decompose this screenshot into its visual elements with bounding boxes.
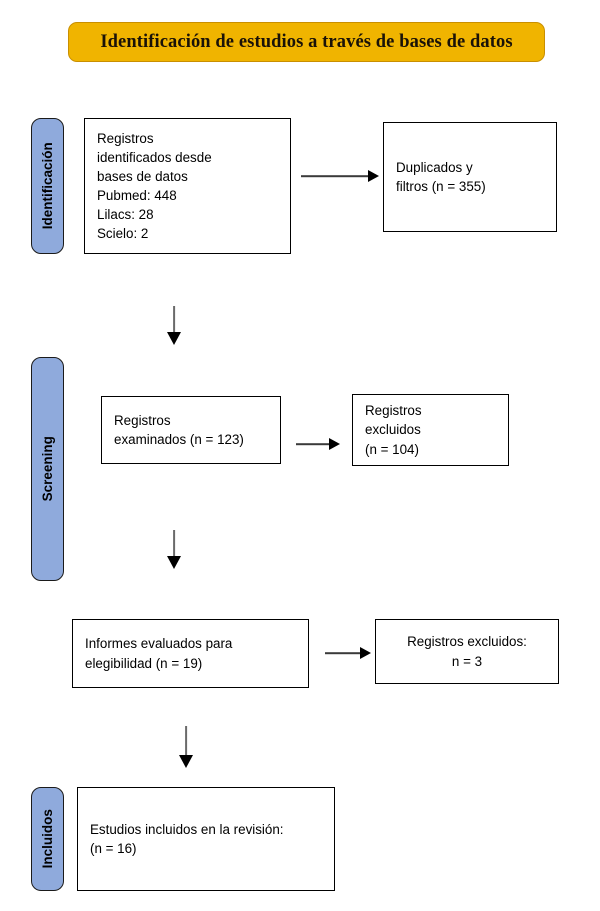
arrow-shaft (301, 175, 370, 177)
arrow-head (167, 556, 181, 569)
box-duplicates-removed: Duplicados y filtros (n = 355) (383, 122, 557, 232)
arrow-shaft (296, 443, 331, 445)
arrow-head (167, 332, 181, 345)
box-reports-excluded-eligibility: Registros excluidos: n = 3 (375, 619, 559, 684)
arrow-head (360, 647, 371, 659)
box-records-identified: Registros identificados desde bases de d… (84, 118, 291, 254)
stage-bar-identification: Identificación (31, 118, 64, 254)
arrow-shaft (173, 306, 175, 334)
box-reports-assessed-eligibility: Informes evaluados para elegibilidad (n … (72, 619, 309, 688)
page-title: Identificación de estudios a través de b… (100, 31, 513, 52)
arrow-down-icon-screened-to-assessed (166, 530, 182, 570)
stage-label-included: Incluidos (39, 809, 55, 869)
box-reports-excluded-eligibility-text: Registros excluidos: n = 3 (407, 634, 527, 669)
stage-label-screening: Screening (39, 436, 55, 502)
arrow-shaft (173, 530, 175, 558)
arrow-right-icon-screened-to-excluded (296, 436, 346, 452)
arrow-head (329, 438, 340, 450)
arrow-right-icon-assessed-to-excluded (325, 645, 377, 661)
box-studies-included-text: Estudios incluidos en la revisión: (n = … (90, 821, 284, 856)
arrow-head (368, 170, 379, 182)
arrow-down-icon-assessed-to-included (178, 726, 194, 770)
diagram-title-banner: Identificación de estudios a través de b… (68, 22, 545, 62)
box-records-excluded-screening: Registros excluidos (n = 104) (352, 394, 509, 466)
arrow-right-icon-identified-to-duplicates (301, 168, 381, 184)
arrow-down-icon-identified-to-screened (166, 306, 182, 346)
arrow-shaft (185, 726, 187, 757)
arrow-head (179, 755, 193, 768)
box-records-excluded-screening-text: Registros excluidos (n = 104) (365, 403, 422, 457)
box-studies-included: Estudios incluidos en la revisión: (n = … (77, 787, 335, 891)
box-records-screened-text: Registros examinados (n = 123) (114, 412, 244, 447)
arrow-shaft (325, 652, 362, 654)
box-records-identified-text: Registros identificados desde bases de d… (97, 130, 212, 242)
box-duplicates-removed-text: Duplicados y filtros (n = 355) (396, 159, 486, 194)
stage-label-identification: Identificación (39, 142, 55, 230)
stage-bar-screening: Screening (31, 357, 64, 581)
box-records-screened: Registros examinados (n = 123) (101, 396, 281, 464)
box-reports-assessed-eligibility-text: Informes evaluados para elegibilidad (n … (85, 636, 233, 671)
stage-bar-included: Incluidos (31, 787, 64, 891)
